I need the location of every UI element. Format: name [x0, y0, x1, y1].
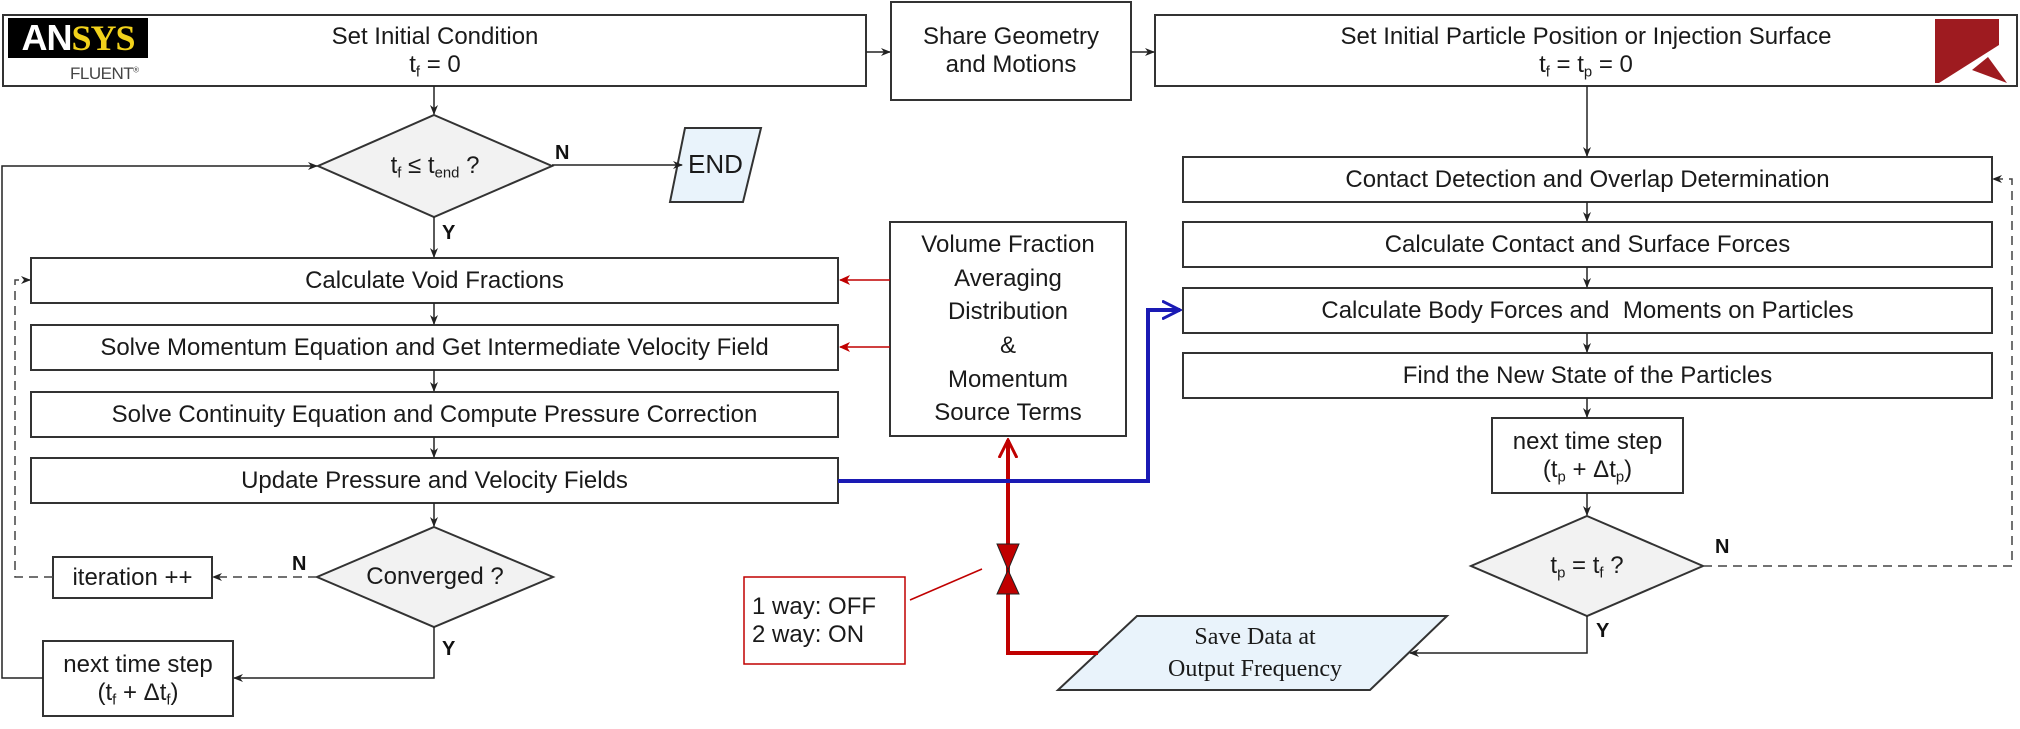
- void-fraction-label: Calculate Void Fractions: [305, 266, 564, 294]
- new-state-label: Find the New State of the Particles: [1402, 361, 1773, 389]
- fluent-wordmark: FLUENT®: [70, 64, 139, 83]
- time-check-yes-label: Y: [442, 222, 456, 244]
- body-forces-box: [1182, 287, 1993, 334]
- particle-init-label: Set Initial Particle Position or Injecti…: [1340, 22, 1832, 80]
- sync-check-label: tp = tf ?: [1550, 552, 1624, 582]
- two-way-coupling-line: [1008, 440, 1098, 655]
- contact-detection-label: Contact Detection and Overlap Determinat…: [1345, 165, 1830, 193]
- converged-no-label: N: [292, 553, 307, 575]
- iteration-label: iteration ++: [72, 563, 193, 591]
- share-geometry-box: [890, 1, 1132, 101]
- continuity-label: Solve Continuity Equation and Compute Pr…: [111, 400, 758, 428]
- particle-init-box: [1154, 14, 2018, 87]
- fluid-next-step-label: next time step (tf + Δtf): [63, 650, 213, 708]
- sync-check-yes-label: Y: [1596, 620, 1610, 642]
- contact-forces-box: [1182, 221, 1993, 268]
- share-geometry-label: Share Geometry and Motions: [922, 23, 1100, 78]
- valve-icon[interactable]: [996, 543, 1020, 595]
- continuity-box: [30, 391, 839, 438]
- void-fraction-box: [30, 257, 839, 304]
- rocky-dem-logo-icon: [1935, 19, 2007, 83]
- fluid-init-label: Set Initial Condition tf = 0: [331, 22, 539, 80]
- arrow-sync-to-save: [1409, 616, 1588, 657]
- momentum-label: Solve Momentum Equation and Get Intermed…: [100, 333, 769, 361]
- contact-forces-label: Calculate Contact and Surface Forces: [1384, 230, 1791, 258]
- valve-note-box: [743, 576, 906, 665]
- save-data-label: Save Data at Output Frequency: [1168, 623, 1342, 682]
- arrow-converged-to-nextstep: [233, 627, 435, 682]
- iteration-box: [52, 556, 213, 599]
- loop-iteration-to-void: [14, 276, 53, 578]
- time-check-label: tf ≤ tend ?: [390, 152, 480, 182]
- coupling-terms-box: [889, 221, 1127, 437]
- body-forces-label: Calculate Body Forces and Moments on Par…: [1321, 296, 1854, 324]
- loop-nextstep-to-timecheck: [1, 162, 318, 679]
- loop-sync-to-contact: [1703, 175, 2013, 567]
- save-data-io: [1055, 615, 1450, 691]
- converged-label: Converged ?: [366, 563, 504, 591]
- end-label: END: [688, 149, 743, 180]
- converged-yes-label: Y: [442, 638, 456, 660]
- particle-next-step-label: next time step (tp + Δtp): [1512, 427, 1663, 485]
- fluid-to-particle-transfer: [838, 310, 1180, 483]
- sync-check-no-label: N: [1715, 536, 1730, 558]
- update-fields-label: Update Pressure and Velocity Fields: [241, 466, 628, 494]
- new-state-box: [1182, 352, 1993, 399]
- end-terminal: [668, 127, 763, 203]
- time-check-no-label: N: [555, 142, 570, 164]
- coupling-terms-label: Volume Fraction Averaging Distribution &…: [921, 231, 1095, 427]
- valve-note-label: 1 way: OFF 2 way: ON: [752, 592, 877, 648]
- valve-note-leader: [909, 568, 983, 601]
